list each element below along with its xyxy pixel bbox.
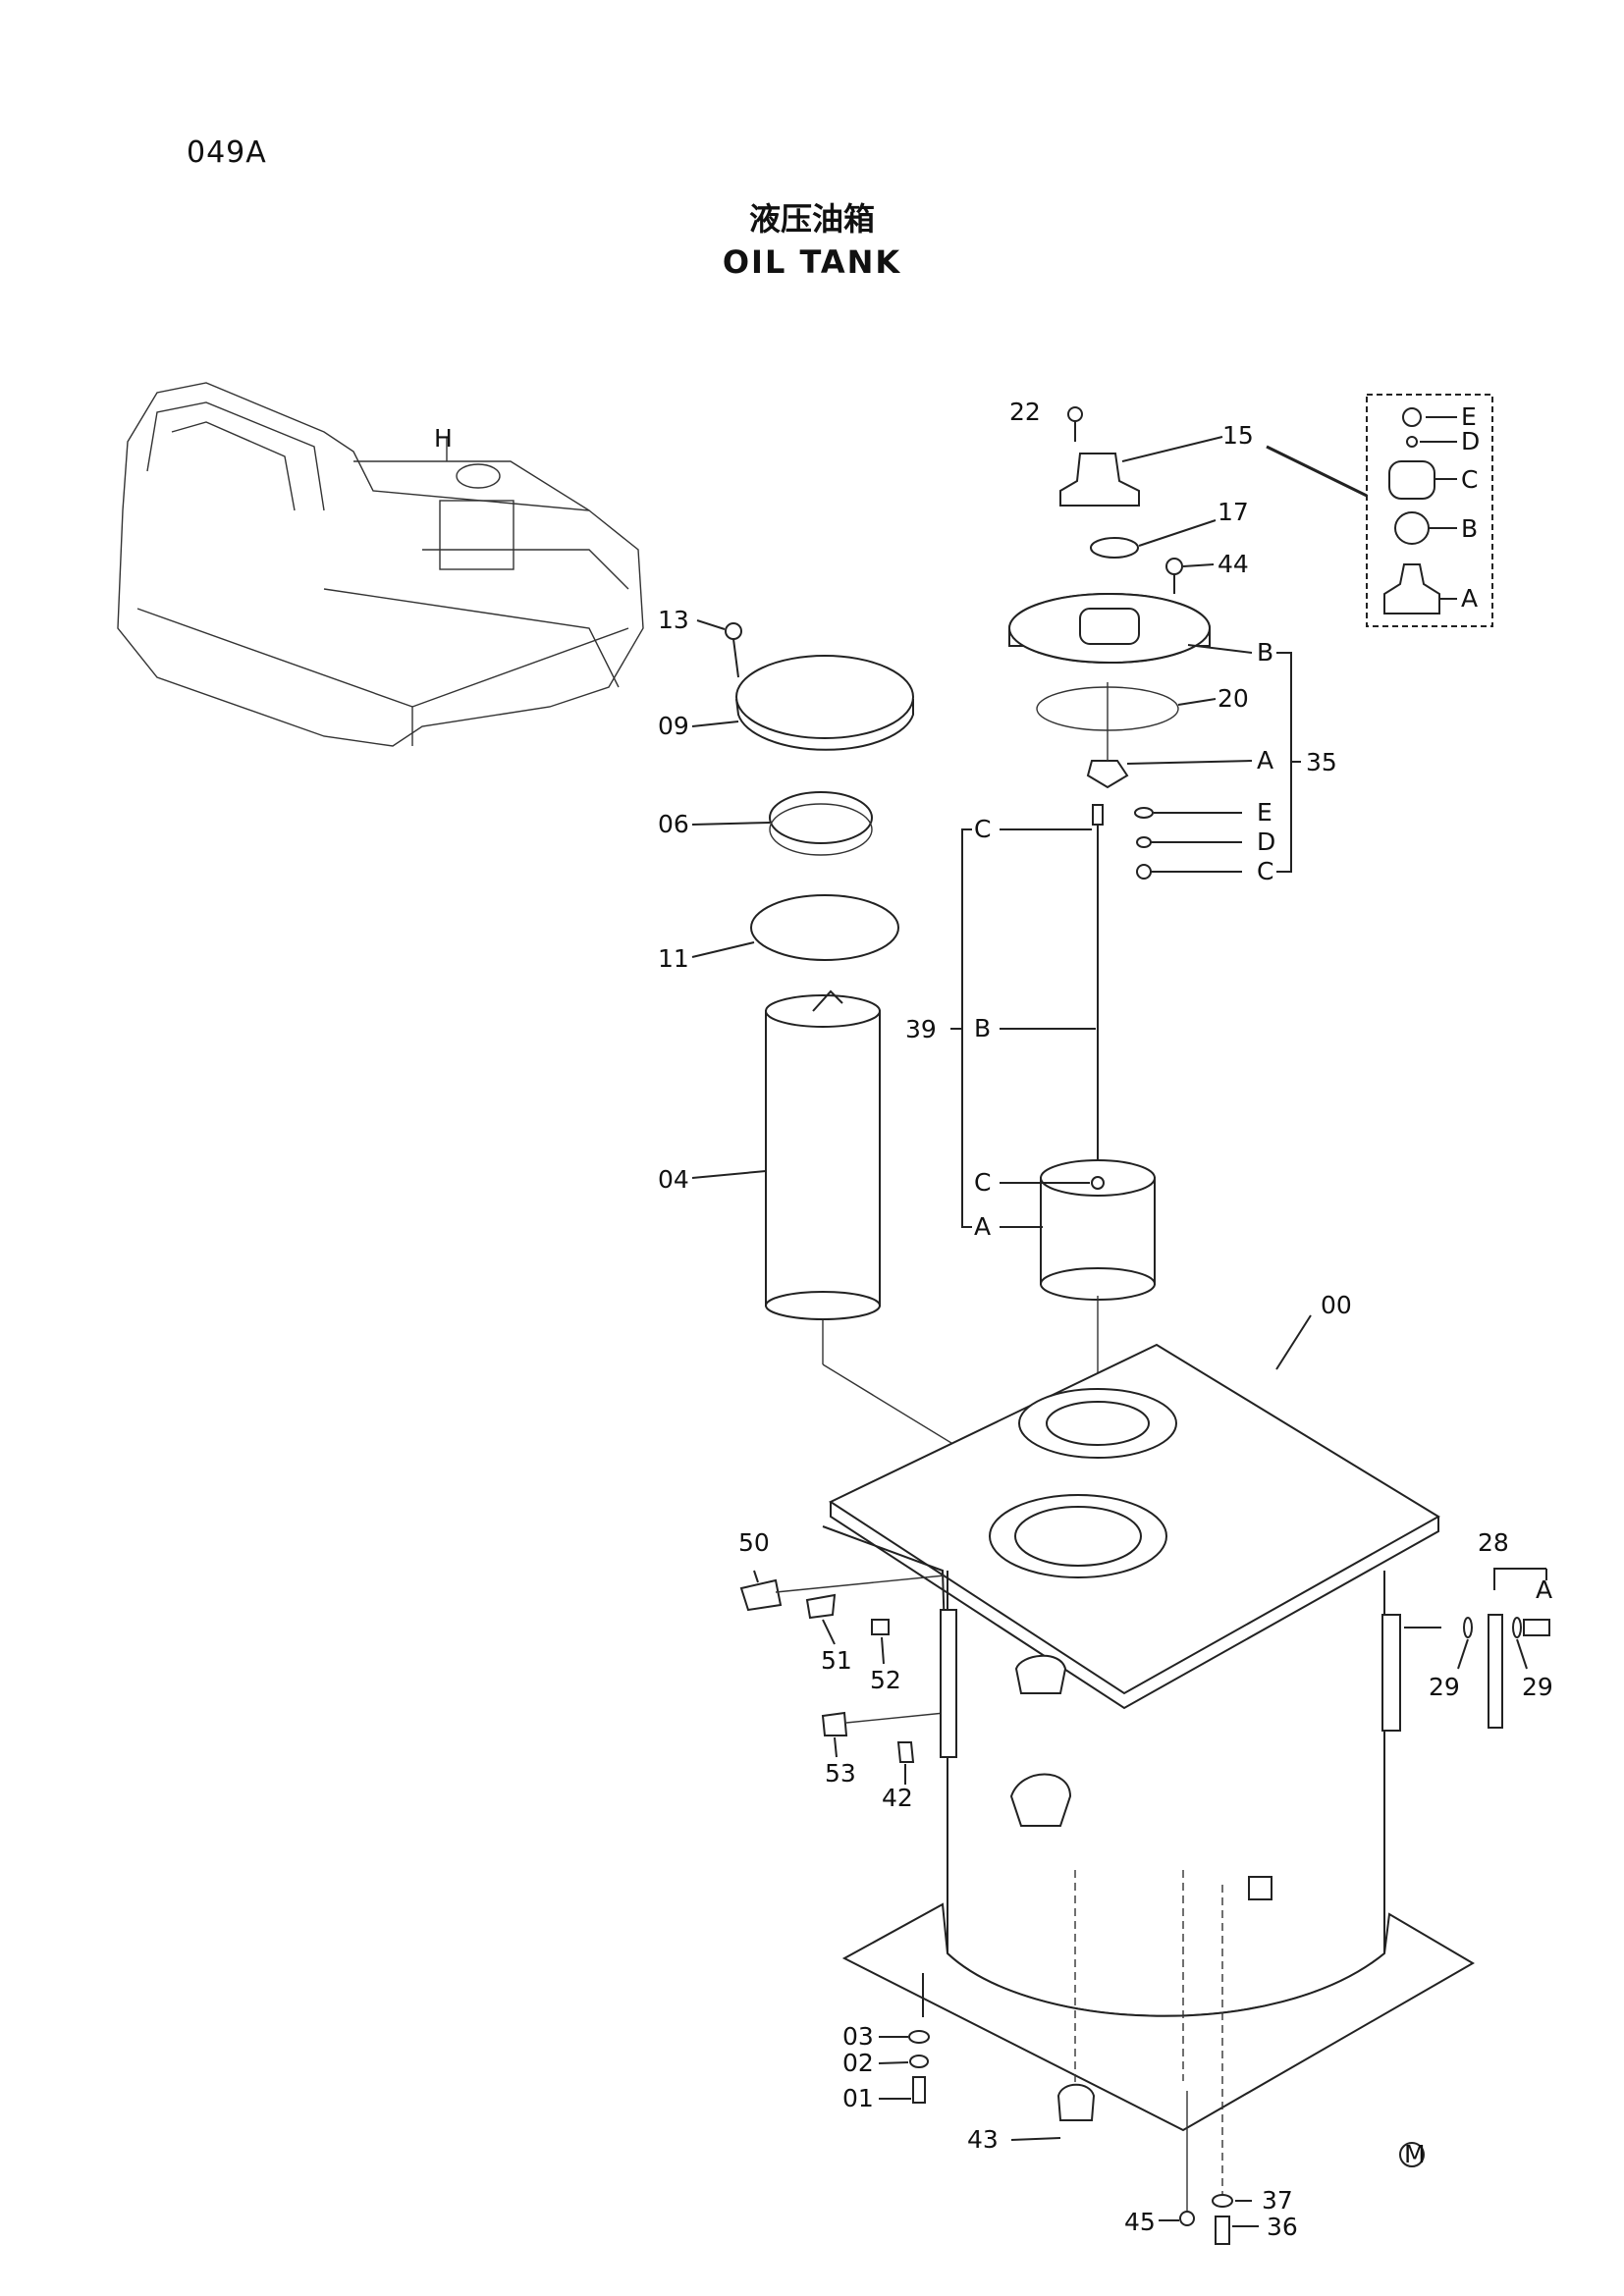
label-43: 43 xyxy=(967,2125,999,2154)
label-39-c-bottom: C xyxy=(974,1168,991,1197)
label-28: 28 xyxy=(1478,1528,1509,1557)
label-15-b: B xyxy=(1461,514,1478,543)
label-28-a: A xyxy=(1536,1575,1552,1604)
label-35-c: C xyxy=(1257,857,1273,885)
label-03: 03 xyxy=(842,2022,874,2051)
excavator-location-inset: H xyxy=(117,382,644,747)
label-00: 00 xyxy=(1321,1291,1352,1319)
label-39-c-top: C xyxy=(974,815,991,843)
label-39-a: A xyxy=(974,1212,991,1241)
label-29-right: 29 xyxy=(1522,1673,1553,1701)
label-15-e: E xyxy=(1461,402,1477,431)
label-39-b: B xyxy=(974,1014,991,1042)
cap-assembly-15 xyxy=(1059,394,1493,627)
label-35-b: B xyxy=(1257,638,1273,667)
label-51: 51 xyxy=(821,1646,852,1675)
label-20: 20 xyxy=(1218,684,1249,713)
label-17: 17 xyxy=(1218,498,1249,526)
filter-cover-assembly xyxy=(691,619,914,961)
label-11: 11 xyxy=(658,944,689,973)
label-15-c: C xyxy=(1461,465,1478,494)
label-35-d: D xyxy=(1257,828,1275,856)
page-code: 049A xyxy=(187,135,267,170)
bottom-fasteners xyxy=(878,2030,1425,2245)
label-44: 44 xyxy=(1218,550,1249,578)
label-39: 39 xyxy=(905,1015,937,1043)
label-42: 42 xyxy=(882,1784,913,1812)
title-chinese: 液压油箱 xyxy=(748,200,875,238)
suction-cover-assembly xyxy=(1008,558,1301,880)
level-gauge-28 xyxy=(1457,1568,1550,1729)
inset-label-h: H xyxy=(434,424,453,453)
label-37: 37 xyxy=(1262,2186,1293,2215)
label-01: 01 xyxy=(842,2084,874,2112)
label-15-d: D xyxy=(1461,427,1480,455)
label-04: 04 xyxy=(658,1165,689,1194)
label-35-e: E xyxy=(1257,798,1272,827)
label-35-a: A xyxy=(1257,746,1273,774)
m-mark-label: M xyxy=(1404,2140,1426,2168)
title-english: OIL TANK xyxy=(722,243,902,281)
label-15-a: A xyxy=(1461,584,1478,613)
label-52: 52 xyxy=(870,1666,901,1694)
label-09: 09 xyxy=(658,712,689,740)
part-labels: 22 15 17 44 20 35 13 09 06 11 04 39 00 5… xyxy=(658,398,1553,2241)
label-13: 13 xyxy=(658,606,689,634)
suction-strainer-39 xyxy=(950,682,1156,1414)
label-29-left: 29 xyxy=(1429,1673,1460,1701)
label-50: 50 xyxy=(738,1528,770,1557)
label-15: 15 xyxy=(1222,421,1254,450)
label-45: 45 xyxy=(1124,2208,1156,2236)
tank-body-00 xyxy=(822,1314,1475,2199)
label-53: 53 xyxy=(825,1759,856,1788)
label-06: 06 xyxy=(658,810,689,838)
label-22: 22 xyxy=(1009,398,1041,426)
label-36: 36 xyxy=(1267,2213,1298,2241)
label-35: 35 xyxy=(1306,748,1337,776)
label-02: 02 xyxy=(842,2049,874,2077)
fittings-group xyxy=(739,1570,957,1785)
